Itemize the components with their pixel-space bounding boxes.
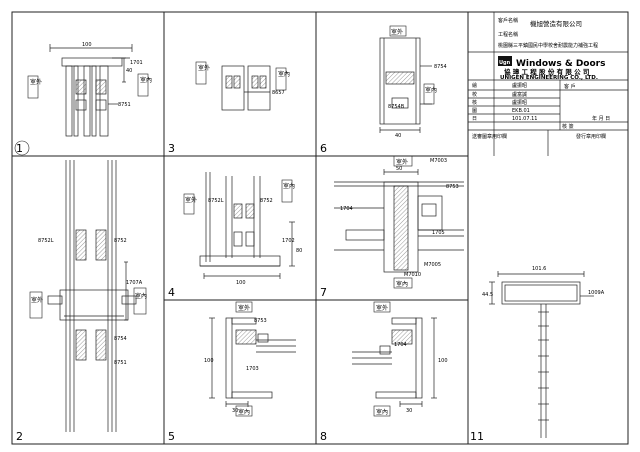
label-6-inside: 室內	[425, 86, 437, 94]
label-2-outside: 室外	[31, 296, 43, 304]
detail-7	[334, 155, 464, 289]
approval-label: 核 簽	[562, 123, 574, 130]
sheet-grid	[11, 11, 629, 445]
detail-5	[209, 301, 296, 417]
dim-1-height: 40	[126, 68, 132, 74]
dim-7-part-a: M7003	[430, 158, 447, 164]
dim-1-part-a: 1701	[130, 60, 143, 66]
tb-row-3-value: EKB.01	[512, 108, 530, 114]
dim-4-part-b: 8752	[260, 198, 273, 204]
label-1-inside: 室內	[140, 76, 152, 84]
tb-row-1-key: 校	[472, 91, 477, 98]
dim-2-part-d: 8754	[114, 336, 127, 342]
tb-row-0-value: 盧振昭	[512, 82, 527, 89]
detail-11	[489, 271, 594, 438]
dim-1-width: 100	[82, 42, 92, 48]
label-7-inside: 室內	[396, 280, 408, 288]
label-2-inside: 室內	[135, 292, 147, 300]
issue-stamp-label: 發行章用印欄	[576, 133, 606, 140]
dim-7-width: 50	[396, 166, 402, 172]
label-3-inside: 室內	[278, 70, 290, 78]
dim-6-width: 40	[395, 133, 401, 139]
label-1-outside: 室外	[30, 78, 42, 86]
project-name: 桃園縣三平鎮國民中學校舍耐震能力補強工程	[498, 42, 598, 49]
month-day: 年 月 日	[592, 115, 610, 122]
dim-4-part-c: 1702	[282, 238, 295, 244]
dim-11-height: 44.5	[482, 292, 493, 298]
company-name-en: UNIGEN ENGINEERING CO., LTD.	[500, 75, 598, 81]
dim-8-width: 30	[406, 408, 412, 414]
label-6-outside: 室外	[391, 28, 403, 36]
dim-11-part: 1009A	[588, 290, 605, 296]
dim-4-height: 80	[296, 248, 302, 254]
detail-2	[29, 160, 147, 432]
brand-name: Windows & Doors	[516, 59, 605, 69]
dim-1-part-b: 8751	[118, 102, 131, 108]
label-3-outside: 室外	[198, 64, 210, 72]
dim-6-part-b: 8754B	[388, 104, 405, 110]
dim-7-part-e: M7010	[404, 272, 421, 278]
dim-7-part-d: 1705	[432, 230, 445, 236]
tb-row-4-key: 日	[472, 116, 477, 122]
dim-11-width: 101.6	[532, 266, 546, 272]
dim-2-part-e: 8751	[114, 360, 127, 366]
tb-row-2-value: 盧振昭	[512, 99, 527, 106]
dim-2-part-a: 8752L	[38, 238, 54, 244]
label-5-inside: 室內	[238, 408, 250, 416]
dim-5-part-b: 1703	[246, 366, 259, 372]
dim-5-width: 30	[232, 408, 238, 414]
label-8-inside: 室內	[376, 408, 388, 416]
dim-2-part-c: 1707A	[126, 280, 143, 286]
dim-5-height: 100	[204, 358, 214, 364]
tb-row-2-key: 核	[472, 99, 477, 106]
dim-8-part: 1704	[394, 342, 407, 348]
dim-6-part-a: 8754	[434, 64, 447, 70]
panel-number-7: 7	[320, 286, 327, 299]
submit-stamp-label: 送審圖章用印欄	[472, 133, 507, 140]
panel-number-1: 1	[16, 142, 23, 155]
label-8-outside: 室外	[376, 304, 388, 312]
panel-number-11: 11	[470, 430, 484, 443]
detail-1	[27, 44, 149, 137]
dim-2-part-b: 8752	[114, 238, 127, 244]
client-name: 機旭營造有限公司	[530, 19, 582, 28]
dim-3-part: 8657	[272, 90, 285, 96]
label-7-outside: 室外	[396, 158, 408, 166]
panel-number-5: 5	[168, 430, 175, 443]
company-name-cn: 協 璋 工 程 股 份 有 限 公 司	[504, 67, 589, 76]
dim-7-part-f: M7005	[424, 262, 441, 268]
project-label: 工程名稱	[498, 31, 518, 38]
panel-number-8: 8	[320, 430, 327, 443]
dim-7-part-c: 1704	[340, 206, 353, 212]
tb-row-4-value: 101.07.11	[512, 116, 537, 122]
dim-8-height: 100	[438, 358, 448, 364]
label-4-inside: 室內	[283, 182, 295, 190]
tb-row-3-key: 圖	[472, 108, 477, 114]
panel-number-2: 2	[16, 430, 23, 443]
client-label: 客戶名稱	[498, 17, 518, 24]
panel-number-3: 3	[168, 142, 175, 155]
dim-5-part-a: 8753	[254, 318, 267, 324]
tb-row-0-key: 繪	[472, 82, 477, 89]
detail-4	[183, 172, 295, 279]
dim-4-part-a: 8752L	[208, 198, 224, 204]
tb-row-1-value: 盧富誠	[512, 91, 527, 98]
panel-number-6: 6	[320, 142, 327, 155]
dim-7-part-b: 8753	[446, 184, 459, 190]
panel-number-4: 4	[168, 286, 175, 299]
brand-logo-icon: Ugn	[499, 60, 511, 66]
detail-3	[195, 61, 287, 111]
panel-numbers: 1 2 3 4 5 6 7 8 11	[14, 140, 484, 443]
label-4-outside: 室外	[185, 196, 197, 204]
label-5-outside: 室外	[238, 304, 250, 312]
dim-4-width: 100	[236, 280, 246, 286]
detail-8	[352, 301, 437, 417]
customer-label: 客 戶	[564, 83, 576, 90]
detail-6	[379, 25, 435, 133]
title-block	[468, 12, 628, 156]
